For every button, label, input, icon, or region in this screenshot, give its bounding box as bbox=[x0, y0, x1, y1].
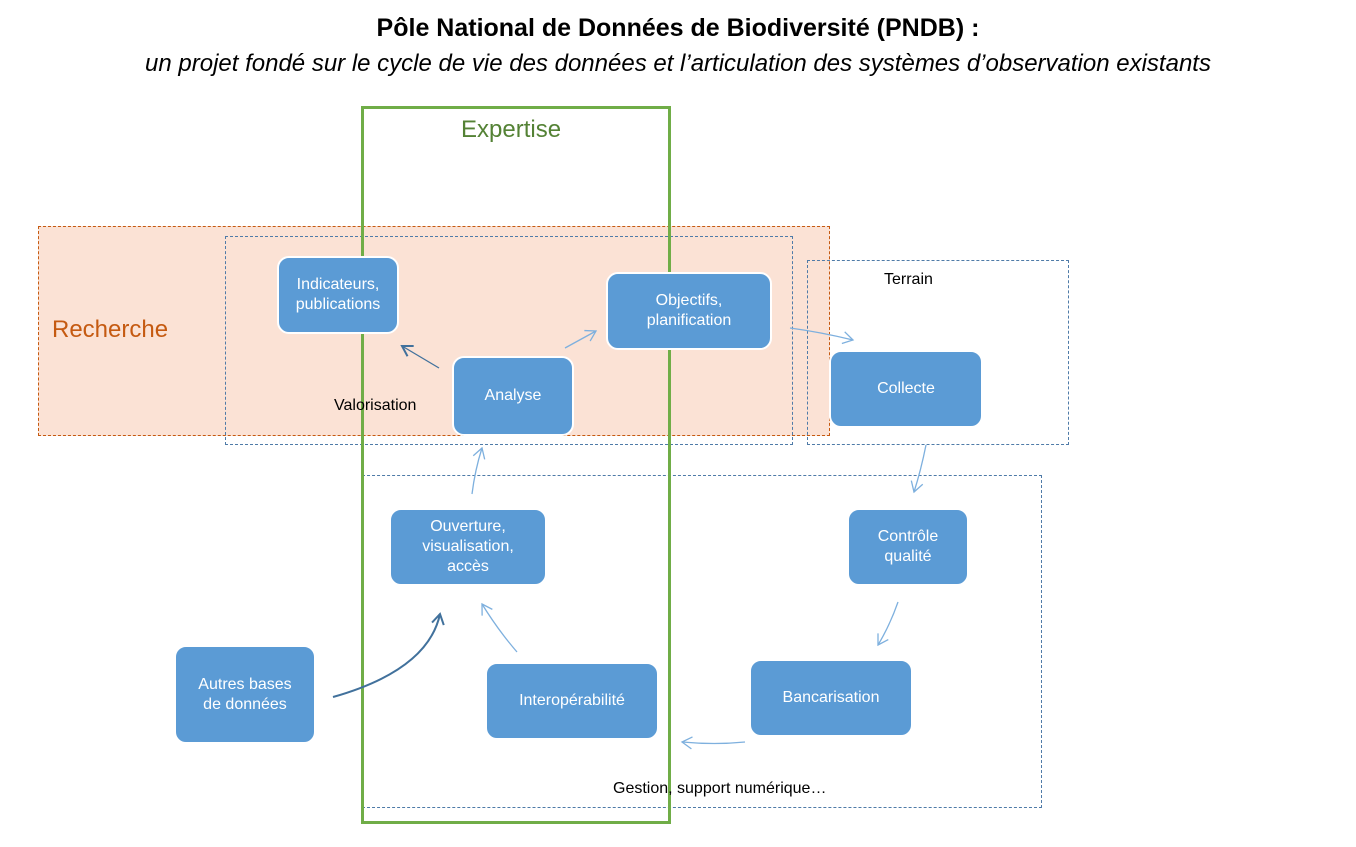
label-gestion: Gestion, support numérique… bbox=[613, 780, 827, 797]
arrow-analyse-to-indicateurs bbox=[400, 344, 440, 369]
arrow-ouverture-to-analyse bbox=[471, 446, 486, 495]
node-analyse: Analyse bbox=[452, 356, 574, 436]
diagram-subtitle: un projet fondé sur le cycle de vie des … bbox=[145, 50, 1211, 77]
label-expertise: Expertise bbox=[461, 116, 562, 143]
node-indicateurs: Indicateurs, publications bbox=[277, 256, 399, 334]
node-controle: Contrôle qualité bbox=[847, 508, 969, 586]
region-terrain bbox=[807, 260, 1069, 445]
label-recherche: Recherche bbox=[52, 316, 169, 343]
node-interoperabilite: Interopérabilité bbox=[485, 662, 659, 740]
arrow-objectifs-to-collecte bbox=[789, 327, 855, 345]
label-terrain: Terrain bbox=[884, 271, 933, 288]
region-expertise bbox=[361, 106, 671, 824]
node-collecte: Collecte bbox=[829, 350, 983, 428]
arrow-autres-bases-to-ouverture bbox=[332, 612, 445, 698]
region-valorisation bbox=[225, 236, 793, 445]
node-objectifs: Objectifs, planification bbox=[606, 272, 772, 350]
arrow-bancarisation-to-interoperabilite bbox=[680, 736, 746, 750]
node-bancarisation: Bancarisation bbox=[749, 659, 913, 737]
label-valorisation: Valorisation bbox=[334, 397, 417, 414]
arrow-analyse-to-objectifs bbox=[564, 329, 598, 349]
arrow-controle-to-bancarisation bbox=[877, 601, 899, 647]
diagram-title: Pôle National de Données de Biodiversité… bbox=[376, 14, 980, 42]
arrow-collecte-to-controle bbox=[910, 444, 927, 494]
arrow-interoperabilite-to-ouverture bbox=[481, 602, 518, 653]
node-ouverture: Ouverture, visualisation, accès bbox=[389, 508, 547, 586]
node-autres-bases: Autres bases de données bbox=[174, 645, 316, 744]
